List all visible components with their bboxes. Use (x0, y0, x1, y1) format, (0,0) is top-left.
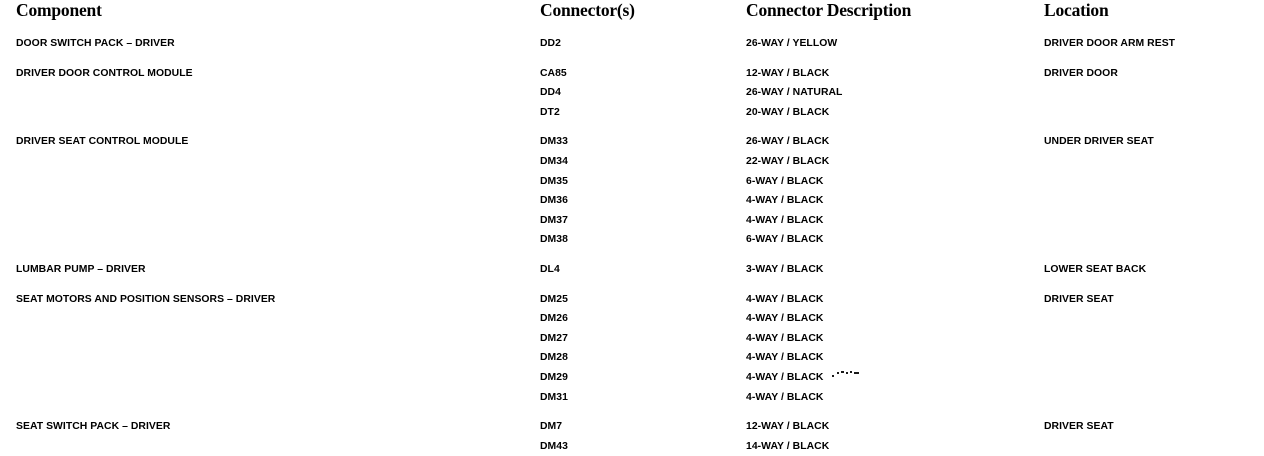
cell-connector-description: 22-WAY / BLACK (746, 155, 830, 167)
cell-connector: DM34 (540, 155, 568, 167)
table-row: DM35 6-WAY / BLACK (0, 172, 1264, 192)
cell-connector-description: 4-WAY / BLACK (746, 214, 824, 226)
cell-connector: DM31 (540, 391, 568, 403)
cell-connector: DM37 (540, 214, 568, 226)
cell-connector-description: 4-WAY / BLACK (746, 352, 824, 364)
table-row: DM27 4-WAY / BLACK (0, 329, 1264, 349)
table-row: DD4 26-WAY / NATURAL (0, 83, 1264, 103)
cell-connector: DM36 (540, 195, 568, 207)
table-row: DM43 14-WAY / BLACK (0, 437, 1264, 456)
cell-component: LUMBAR PUMP – DRIVER (16, 263, 146, 275)
cell-connector: DM27 (540, 332, 568, 344)
column-header-connector-description: Connector Description (746, 0, 912, 20)
cell-component: DRIVER DOOR CONTROL MODULE (16, 67, 193, 79)
cell-connector-description: 3-WAY / BLACK (746, 263, 824, 275)
cell-connector: DM26 (540, 313, 568, 325)
cell-component: SEAT SWITCH PACK – DRIVER (16, 421, 171, 433)
cell-connector: DD4 (540, 87, 561, 99)
table-row: DM36 4-WAY / BLACK (0, 191, 1264, 211)
cell-connector-description: 26-WAY / BLACK (746, 136, 830, 148)
cell-location: DRIVER DOOR (1044, 67, 1118, 79)
cell-location: DRIVER DOOR ARM REST (1044, 38, 1176, 49)
column-header-component: Component (16, 0, 102, 20)
table-row: DRIVER SEAT CONTROL MODULE DM33 26-WAY / B… (0, 122, 1264, 152)
cell-connector-description: 6-WAY / BLACK (746, 234, 824, 246)
cell-connector: DM43 (540, 440, 568, 452)
cell-connector-description: 12-WAY / BLACK (746, 421, 830, 433)
cell-connector: DM38 (540, 234, 568, 246)
cell-connector-description: 4-WAY / BLACK (746, 313, 824, 325)
cell-component: DRIVER SEAT CONTROL MODULE (16, 136, 189, 148)
cell-location: UNDER DRIVER SEAT (1044, 136, 1154, 148)
table-row: DRIVER DOOR CONTROL MODULE CA85 12-WAY / B… (0, 54, 1264, 84)
table-row: LUMBAR PUMP – DRIVER DL4 3-WAY / BLACK LOWE… (0, 250, 1264, 280)
cell-location: DRIVER SEAT (1044, 293, 1114, 305)
table-row: DM37 4-WAY / BLACK (0, 211, 1264, 231)
column-header-connector: Connector(s) (540, 0, 635, 20)
document-page: Component Connector(s) Connector Descrip… (16, 0, 1175, 452)
table-row: DM29 4-WAY / BLACK (0, 368, 1264, 388)
cell-component: SEAT MOTORS AND POSITION SENSORS – DRIVE… (16, 293, 276, 305)
table-row: SEAT SWITCH PACK – DRIVER DM7 12-WAY / BLA… (0, 407, 1264, 437)
cell-connector-description: 4-WAY / BLACK (746, 332, 824, 344)
cell-connector-description: 4-WAY / BLACK (746, 293, 824, 305)
cell-connector-description: 4-WAY / BLACK (746, 391, 824, 403)
table-row: SEAT MOTORS AND POSITION SENSORS – DRIVE… (0, 280, 1264, 310)
cell-connector-description: 26-WAY / NATURAL (746, 87, 843, 99)
cell-connector: DM35 (540, 175, 568, 187)
table-row: DM26 4-WAY / BLACK (0, 309, 1264, 329)
cell-connector: DD2 (540, 38, 561, 49)
cell-component: DOOR SWITCH PACK – DRIVER (16, 38, 175, 49)
table-header: Component Connector(s) Connector Descrip… (0, 0, 1264, 34)
cell-connector-description: 26-WAY / YELLOW (746, 38, 838, 49)
cell-connector-description: 4-WAY / BLACK (746, 195, 824, 207)
cell-connector-description: 14-WAY / BLACK (746, 440, 830, 452)
cell-connector: DM29 (540, 371, 568, 383)
cell-connector-description: 6-WAY / BLACK (746, 175, 824, 187)
table-row: DM28 4-WAY / BLACK (0, 348, 1264, 368)
cell-connector-description: 12-WAY / BLACK (746, 67, 830, 79)
cell-connector: DM33 (540, 136, 568, 148)
cell-location: LOWER SEAT BACK (1044, 263, 1147, 275)
cell-connector: DT2 (540, 106, 560, 118)
column-header-location: Location (1044, 0, 1109, 20)
cell-location: DRIVER SEAT (1044, 421, 1114, 433)
table-row: DOOR SWITCH PACK – DRIVER DD2 26-WAY / YEL… (0, 34, 1264, 54)
table-body: DOOR SWITCH PACK – DRIVER DD2 26-WAY / YEL… (0, 34, 1264, 456)
table-row: DM31 4-WAY / BLACK (0, 388, 1264, 408)
cell-connector-description: 4-WAY / BLACK (746, 371, 824, 383)
table-row: DT2 20-WAY / BLACK (0, 103, 1264, 123)
cell-connector: CA85 (540, 67, 567, 79)
cell-connector: DL4 (540, 263, 560, 275)
table-header-row: Component Connector(s) Connector Descrip… (0, 0, 1264, 34)
table-row: DM34 22-WAY / BLACK (0, 152, 1264, 172)
cell-connector: DM25 (540, 293, 568, 305)
cell-connector-description: 20-WAY / BLACK (746, 106, 830, 118)
table-row: DM38 6-WAY / BLACK (0, 230, 1264, 250)
cell-connector: DM28 (540, 352, 568, 364)
cell-connector: DM7 (540, 421, 563, 433)
